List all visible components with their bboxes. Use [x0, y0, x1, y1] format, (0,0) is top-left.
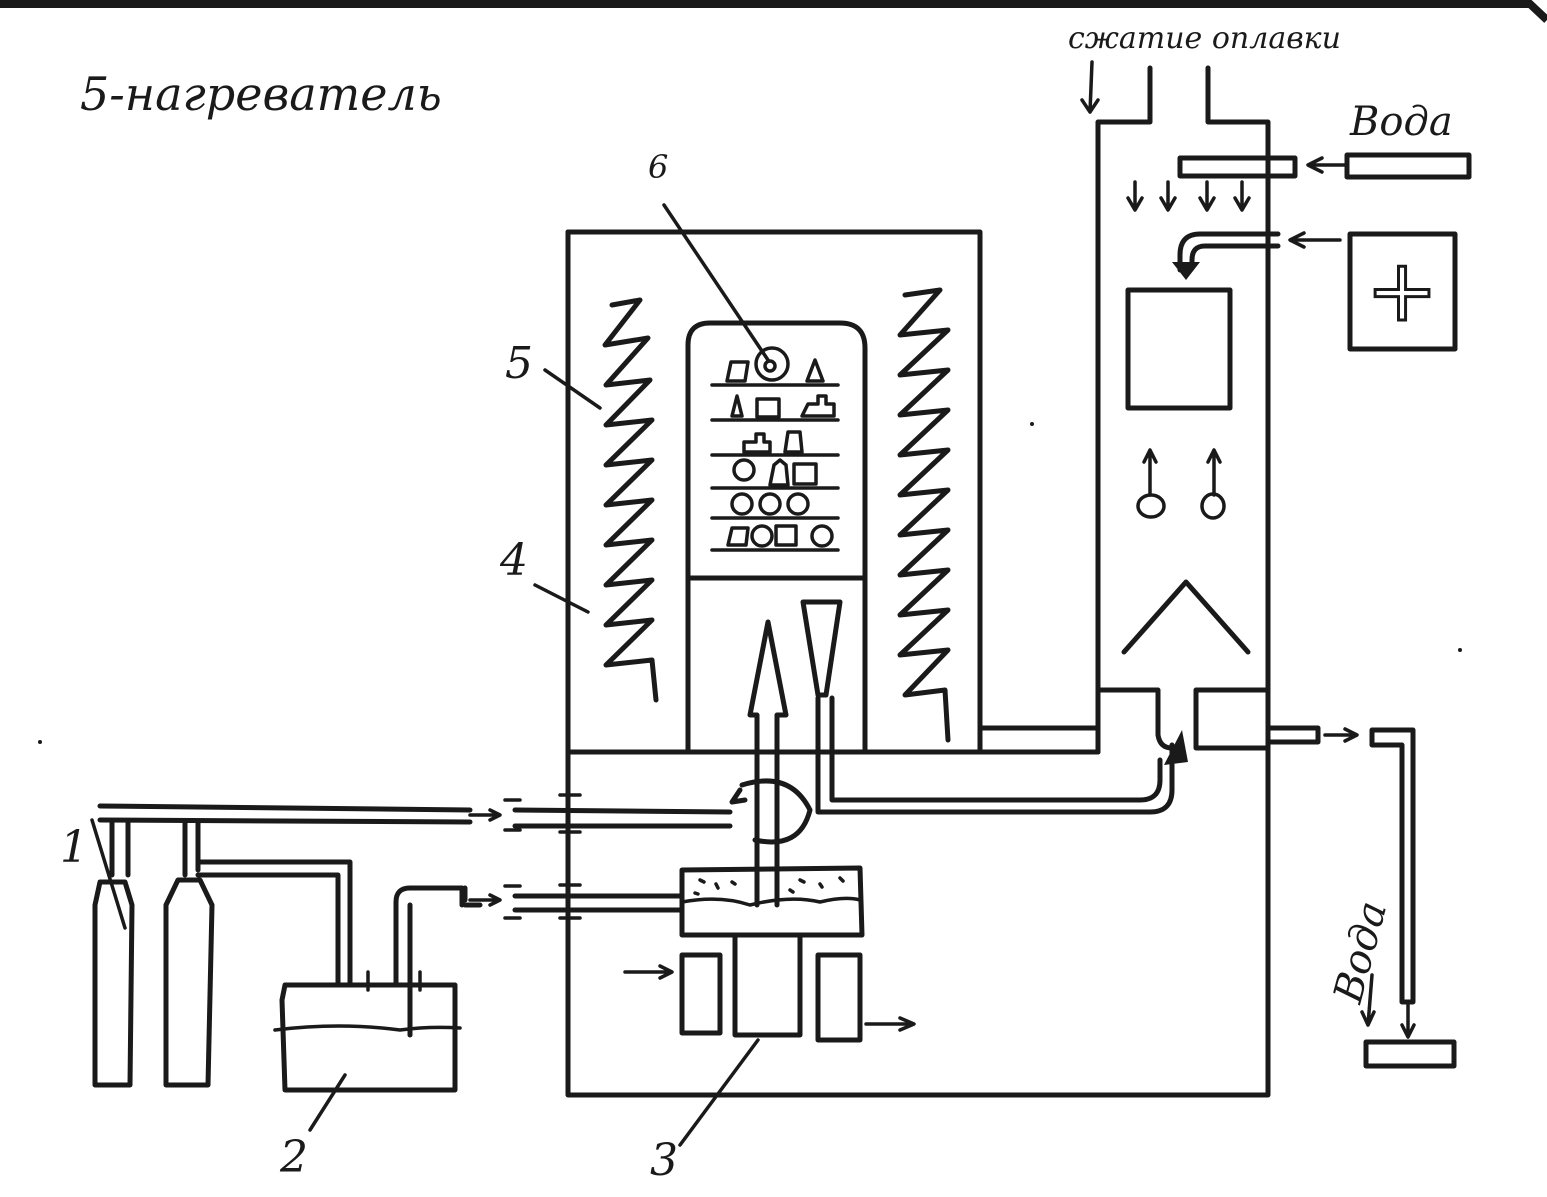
plus-box [1347, 231, 1458, 352]
gas-lines [97, 793, 733, 920]
label-6-leader [662, 203, 770, 362]
label-4: 4 [499, 535, 528, 586]
water-down-arrow [1400, 1003, 1416, 1039]
water-out-arrow [1323, 727, 1359, 743]
heater-coil-right [897, 287, 951, 743]
outlet-arrowhead [1164, 730, 1188, 765]
water-out-stub [1265, 725, 1321, 745]
label-5: 5 [505, 338, 533, 389]
title-note: 5-нагреватель [80, 67, 442, 121]
label-6: 6 [648, 148, 668, 186]
label-4-leader [533, 583, 590, 614]
melt-vessel [623, 865, 916, 1043]
water-out-pipe [1369, 727, 1416, 1005]
water-in-label: Вода [1349, 99, 1453, 145]
label-3-leader [678, 1038, 760, 1147]
label-1-leader [90, 818, 127, 930]
label-1: 1 [60, 822, 88, 873]
label-2: 2 [279, 1132, 308, 1183]
gas-cylinders [92, 819, 353, 1088]
liquid-tank [273, 885, 465, 1093]
scrubber-column [1095, 65, 1298, 755]
outlet-pipe [815, 695, 1175, 815]
plus-sign: + [1366, 241, 1438, 341]
label-3: 3 [650, 1135, 678, 1186]
water-in-arrow [1306, 156, 1347, 174]
heater-coil-left [602, 297, 659, 703]
plus-arrow [1288, 231, 1342, 249]
nozzle [800, 599, 843, 698]
top-right-arrow [1080, 60, 1100, 114]
top-border [0, 0, 1547, 23]
stray-dot [38, 740, 42, 744]
water-out-tank [1363, 1039, 1457, 1069]
water-out-label: Вода [1325, 896, 1396, 1008]
label-5-leader [543, 368, 602, 410]
water-out-label-arrow [1360, 973, 1376, 1027]
label-2-leader [308, 1073, 347, 1132]
valve-circle [739, 778, 813, 845]
water-in-pipe [1344, 152, 1472, 180]
product-shelves [710, 346, 840, 552]
up-flow-arrow [747, 619, 789, 908]
furnace [565, 229, 1271, 1098]
top-right-note: сжатие оплавки [1068, 21, 1341, 56]
